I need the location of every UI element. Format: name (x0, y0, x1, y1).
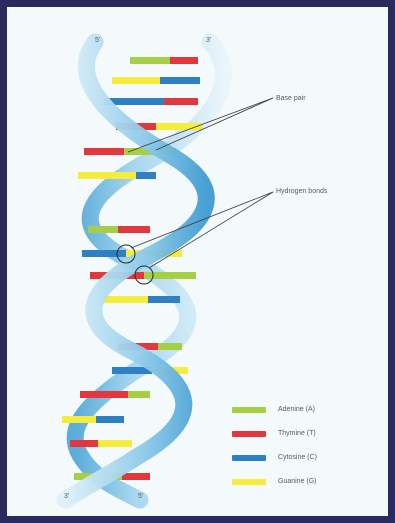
base-pair-bar (98, 440, 132, 447)
base-pair-bar (156, 123, 202, 130)
base-pair-bar (148, 296, 180, 303)
base-pair-bar (118, 226, 150, 233)
backbone-strand-back (75, 42, 223, 500)
guanine-swatch-icon (232, 479, 266, 485)
base-pair-label: Base pair (276, 95, 306, 102)
base-pair-bar (112, 77, 160, 84)
strand-end-label-bottom-left: 3' (64, 493, 69, 500)
legend-label: Adenine (A) (278, 406, 315, 413)
base-pair-bar (70, 440, 98, 447)
legend-label: Thymine (T) (278, 430, 316, 437)
base-pair-bar (80, 391, 128, 398)
base-pair-bar (78, 172, 136, 179)
base-pair-bar (136, 172, 156, 179)
base-pair-bar (96, 416, 124, 423)
cytosine-swatch-icon (232, 455, 266, 461)
base-pair-bar (144, 272, 196, 279)
base-pair-bar (164, 98, 198, 105)
base-pair-bar (84, 148, 124, 155)
adenine-swatch-icon (232, 407, 266, 413)
thymine-swatch-icon (232, 431, 266, 437)
base-pair-bar (82, 250, 126, 257)
legend-label: Cytosine (C) (278, 454, 317, 461)
base-pair-bar (100, 296, 148, 303)
base-pair-bar (128, 391, 150, 398)
base-pair-bar (158, 343, 182, 350)
legend-label: Guanine (G) (278, 478, 317, 485)
hydrogen-bonds-label: Hydrogen bonds (276, 188, 327, 195)
base-pair-bar (122, 473, 150, 480)
base-pair-bar (170, 57, 198, 64)
strand-end-label-top-right: 3' (206, 37, 211, 44)
base-pair-bar (88, 226, 118, 233)
base-pair-bar (62, 416, 96, 423)
base-pair-bar (130, 57, 170, 64)
strand-end-label-top-left: 5' (95, 37, 100, 44)
strand-end-label-bottom-right: 5' (138, 493, 143, 500)
base-pair-bar (160, 77, 200, 84)
